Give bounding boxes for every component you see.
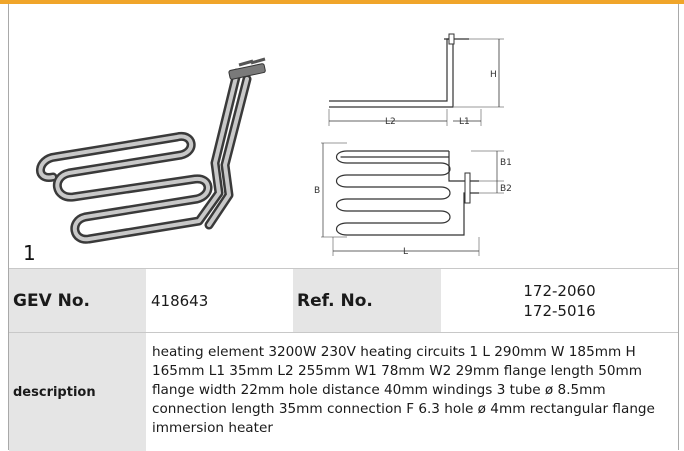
ref-value-2: 172-5016 bbox=[523, 302, 596, 320]
description-row: description heating element 3200W 230V h… bbox=[9, 332, 678, 451]
product-card bbox=[8, 4, 679, 450]
dim-label-h: H bbox=[490, 70, 497, 80]
ref-value-1: 172-2060 bbox=[523, 282, 596, 300]
dim-label-l2: L2 bbox=[385, 117, 396, 127]
gev-label: GEV No. bbox=[9, 269, 146, 333]
product-image-area: 1 H L2 L1 B B1 B2 bbox=[9, 5, 678, 268]
dim-label-b2: B2 bbox=[500, 184, 512, 194]
ref-values: 172-2060 172-5016 bbox=[441, 269, 678, 333]
dim-label-b1: B1 bbox=[500, 158, 512, 168]
dim-label-l1: L1 bbox=[459, 117, 470, 127]
technical-drawing: H L2 L1 B B1 B2 L bbox=[314, 33, 512, 257]
dim-label-b: B bbox=[314, 186, 320, 196]
description-label: description bbox=[9, 333, 146, 451]
dim-label-l: L bbox=[403, 247, 408, 257]
accent-bar bbox=[0, 0, 684, 4]
gev-value: 418643 bbox=[151, 292, 209, 310]
heating-element-photo bbox=[36, 57, 266, 244]
number-row: GEV No. 418643 Ref. No. 172-2060 172-501… bbox=[9, 268, 678, 333]
image-number: 1 bbox=[23, 241, 36, 265]
ref-label: Ref. No. bbox=[293, 269, 441, 333]
description-text: heating element 3200W 230V heating circu… bbox=[152, 344, 655, 436]
